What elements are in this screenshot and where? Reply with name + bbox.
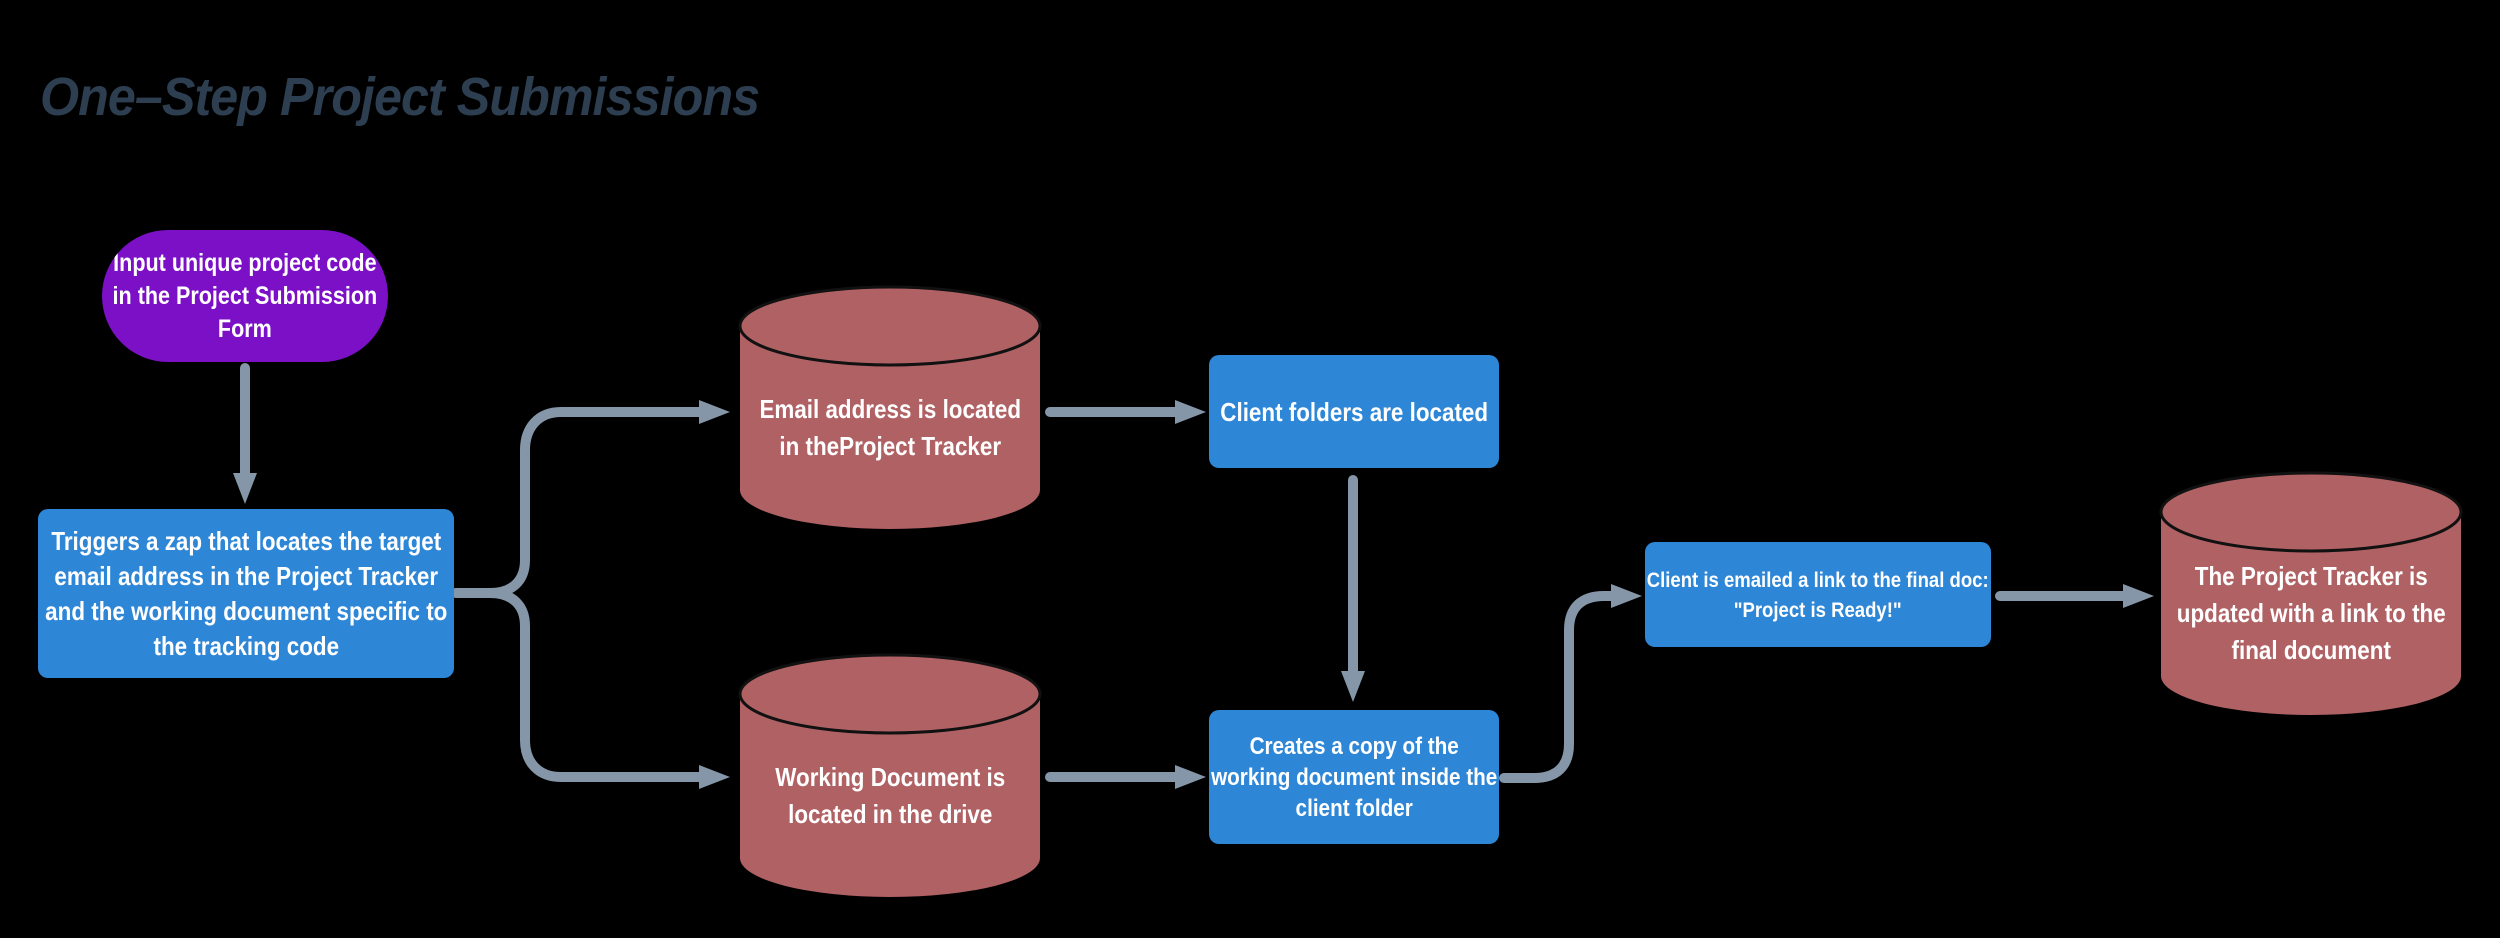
node-tracker-database: The Project Tracker is updated with a li…	[2158, 470, 2464, 718]
diagram-title: One–Step Project Submissions	[40, 67, 760, 127]
node-label-text: Email address is located in theProject T…	[759, 393, 1021, 461]
node-label-text: Working Document is located in the drive	[775, 761, 1005, 829]
node-email-database-label: Email address is located in theProject T…	[751, 323, 1029, 532]
database-cylinder-icon	[738, 285, 1042, 529]
node-start-label: Input unique project code in the Project…	[112, 248, 378, 343]
node-client-folders: Client folders are located	[1209, 355, 1499, 468]
node-trigger-zap-label: Triggers a zap that locates the target e…	[44, 525, 448, 661]
connector-trigger-to-email-database	[451, 400, 730, 598]
node-email-database: Email address is located in theProject T…	[737, 284, 1043, 532]
node-tracker-database-label: The Project Tracker is updated with a li…	[2172, 509, 2450, 718]
database-cylinder-icon	[2159, 471, 2463, 715]
node-trigger-zap: Triggers a zap that locates the target e…	[38, 509, 454, 678]
node-label-text: The Project Tracker is updated with a li…	[2176, 561, 2446, 665]
node-working-database-label: Working Document is located in the drive	[751, 691, 1029, 900]
database-cylinder-icon	[738, 653, 1042, 897]
node-client-emailed-label: Client is emailed a link to the final do…	[1647, 567, 1989, 622]
node-copy-document: Creates a copy of the working document i…	[1209, 710, 1499, 844]
node-client-folders-label: Client folders are located	[1220, 396, 1488, 427]
node-copy-document-label: Creates a copy of the working document i…	[1210, 732, 1498, 822]
connector-copy-to-client-emailed	[1499, 584, 1642, 783]
node-working-database: Working Document is located in the drive	[737, 652, 1043, 900]
connector-trigger-to-working-database	[451, 588, 730, 789]
node-start-stadium: Input unique project code in the Project…	[102, 230, 388, 362]
node-client-emailed: Client is emailed a link to the final do…	[1645, 542, 1991, 647]
